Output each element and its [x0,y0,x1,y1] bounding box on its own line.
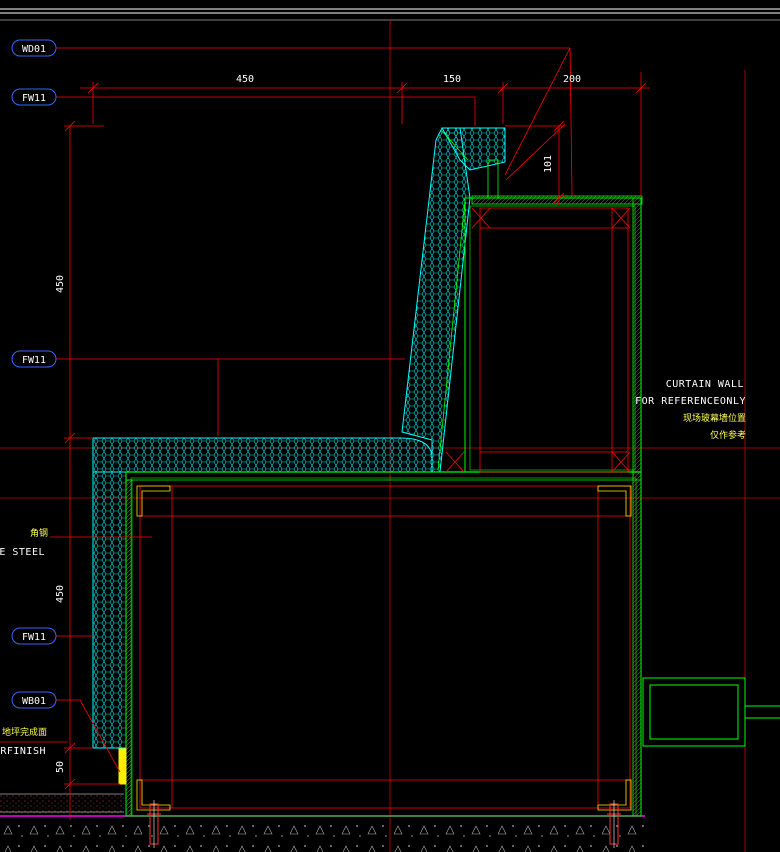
anchor-bolts [147,800,621,848]
note-floor-finish-en: LOORFINISH [0,746,46,757]
tag-wd01-label: WD01 [22,44,46,55]
front-panel [92,471,127,749]
title-border [0,8,780,21]
dim-plinth: 50 [55,761,66,773]
tag-fw11-top-label: FW11 [22,93,46,104]
upholstery-foam [92,127,506,749]
note-curtain-wall-en-1: CURTAIN WALL [666,379,744,390]
note-floor-finish-cn: 地坪完成面 [2,726,47,738]
seat-cushion [92,437,433,473]
tag-wd01: WD01 [11,39,57,57]
dim-top-mid: 150 [443,74,461,85]
dim-vertical-upper: 450 [55,275,66,293]
floor-slab [0,793,645,852]
tag-fw11-mid: FW11 [11,350,57,368]
dimension-lines [0,47,650,820]
note-angle-steel-en: GLE STEEL [0,547,45,558]
note-curtain-wall-cn-2: 仅作参考 [710,429,746,441]
tag-fw11-mid-label: FW11 [22,355,46,366]
tag-wb01-label: WB01 [22,696,46,707]
curtain-wall-mullion [642,677,780,747]
note-curtain-wall-cn-1: 现场玻幕墙位置 [683,412,746,424]
dim-backrest-height: 101 [543,155,554,173]
frame-structure [93,159,643,817]
dim-top-left: 450 [236,74,254,85]
dim-top-right: 200 [563,74,581,85]
note-curtain-wall-en-2: FOR REFERENCEONLY [635,396,746,407]
dim-vertical-lower: 450 [55,585,66,603]
tag-fw11-low: FW11 [11,627,57,645]
tag-wb01: WB01 [11,691,57,709]
note-angle-steel-cn: 角钢 [30,527,48,539]
backrest-cap [441,127,506,171]
backrest [401,127,471,473]
tag-fw11-low-label: FW11 [22,632,46,643]
tag-fw11-top: FW11 [11,88,57,106]
